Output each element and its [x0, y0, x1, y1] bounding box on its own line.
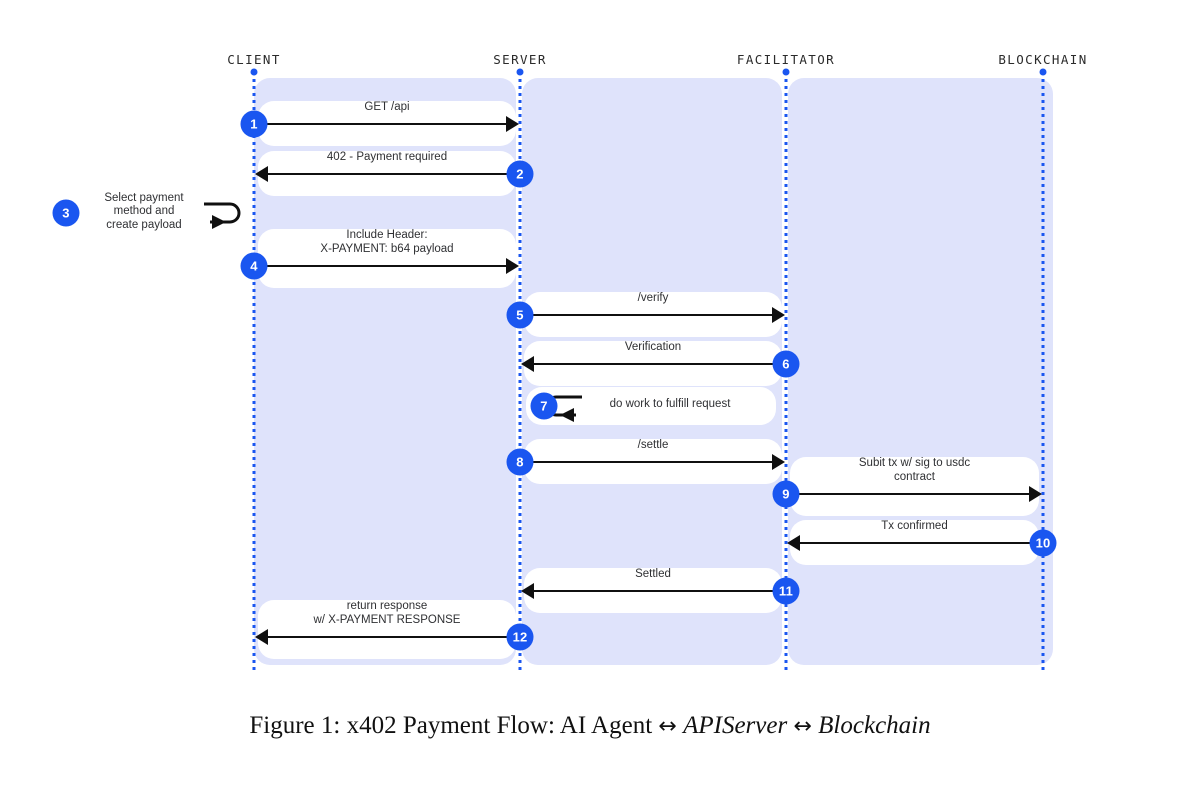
arrow-line-12: [265, 635, 512, 639]
band-facilitator: [788, 78, 1053, 665]
message-label-11: Settled: [635, 567, 671, 580]
lifeline-cap-facilitator: [782, 68, 790, 76]
message-label-9: Subit tx w/ sig to usdc contract: [858, 457, 971, 483]
caption-italic-blockchain: Blockchain: [818, 712, 931, 739]
lifeline-client: [252, 72, 256, 672]
actor-label-facilitator: FACILITATOR: [736, 52, 836, 67]
step-badge-6[interactable]: 6: [772, 350, 800, 378]
caption-prefix: Figure 1: x402 Payment Flow: AI Agent: [249, 712, 653, 739]
message-label-6: Verification: [624, 340, 682, 353]
caption-arrow-2: ↔: [793, 714, 812, 739]
message-bubble-12: [258, 600, 516, 659]
arrow-line-1: [262, 122, 510, 126]
message-label-5: /verify: [637, 291, 669, 304]
step-badge-4[interactable]: 4: [240, 252, 268, 280]
message-label-8: /settle: [637, 438, 669, 451]
arrow-head-2: [255, 166, 268, 182]
message-label-4: Include Header: X-PAYMENT: b64 payload: [320, 229, 454, 255]
actor-label-server: SERVER: [493, 52, 547, 67]
arrow-head-9: [1029, 486, 1042, 502]
actor-label-blockchain: BLOCKCHAIN: [998, 52, 1088, 67]
lifeline-cap-blockchain: [1039, 68, 1047, 76]
arrow-line-5: [528, 313, 776, 317]
lifeline-cap-server: [516, 68, 524, 76]
message-label-7: do work to fulfill request: [609, 398, 731, 411]
arrow-head-6: [521, 356, 534, 372]
lifeline-blockchain: [1041, 72, 1045, 672]
step-badge-8[interactable]: 8: [506, 448, 534, 476]
message-bubble-9: [790, 457, 1039, 516]
arrow-head-1: [506, 116, 519, 132]
caption-arrow-1: ↔: [658, 714, 677, 739]
step-badge-12[interactable]: 12: [506, 623, 534, 651]
arrow-line-4: [262, 264, 510, 268]
arrow-line-2: [265, 172, 512, 176]
message-bubble-4: [258, 229, 516, 288]
arrow-head-8: [772, 454, 785, 470]
caption-italic-apiserver: APIServer: [683, 712, 788, 739]
arrow-line-9: [794, 492, 1033, 496]
lifeline-server: [518, 72, 522, 672]
arrow-head-10: [787, 535, 800, 551]
step-badge-5[interactable]: 5: [506, 301, 534, 329]
message-label-1: GET /api: [364, 100, 410, 113]
figure-caption: Figure 1: x402 Payment Flow: AI Agent ↔ …: [0, 712, 1180, 740]
step-badge-3[interactable]: 3: [52, 199, 80, 227]
step-badge-2[interactable]: 2: [506, 160, 534, 188]
step-badge-7[interactable]: 7: [530, 392, 558, 420]
message-label-10: Tx confirmed: [881, 519, 948, 532]
arrow-head-11: [521, 583, 534, 599]
arrow-line-11: [531, 589, 778, 593]
arrow-line-8: [528, 460, 776, 464]
step-badge-11[interactable]: 11: [772, 577, 800, 605]
step-badge-1[interactable]: 1: [240, 110, 268, 138]
lifeline-cap-client: [250, 68, 258, 76]
actor-label-client: CLIENT: [227, 52, 281, 67]
arrow-head-4: [506, 258, 519, 274]
message-label-12: return response w/ X-PAYMENT RESPONSE: [313, 600, 461, 626]
arrow-line-10: [797, 541, 1035, 545]
arrow-line-6: [531, 362, 778, 366]
arrow-head-12: [255, 629, 268, 645]
self-loop-arrow-3: [204, 202, 241, 229]
step-badge-10[interactable]: 10: [1029, 529, 1057, 557]
arrow-head-5: [772, 307, 785, 323]
step-badge-9[interactable]: 9: [772, 480, 800, 508]
message-label-3: Select payment method and create payload: [104, 191, 184, 231]
message-label-2: 402 - Payment required: [326, 150, 448, 163]
